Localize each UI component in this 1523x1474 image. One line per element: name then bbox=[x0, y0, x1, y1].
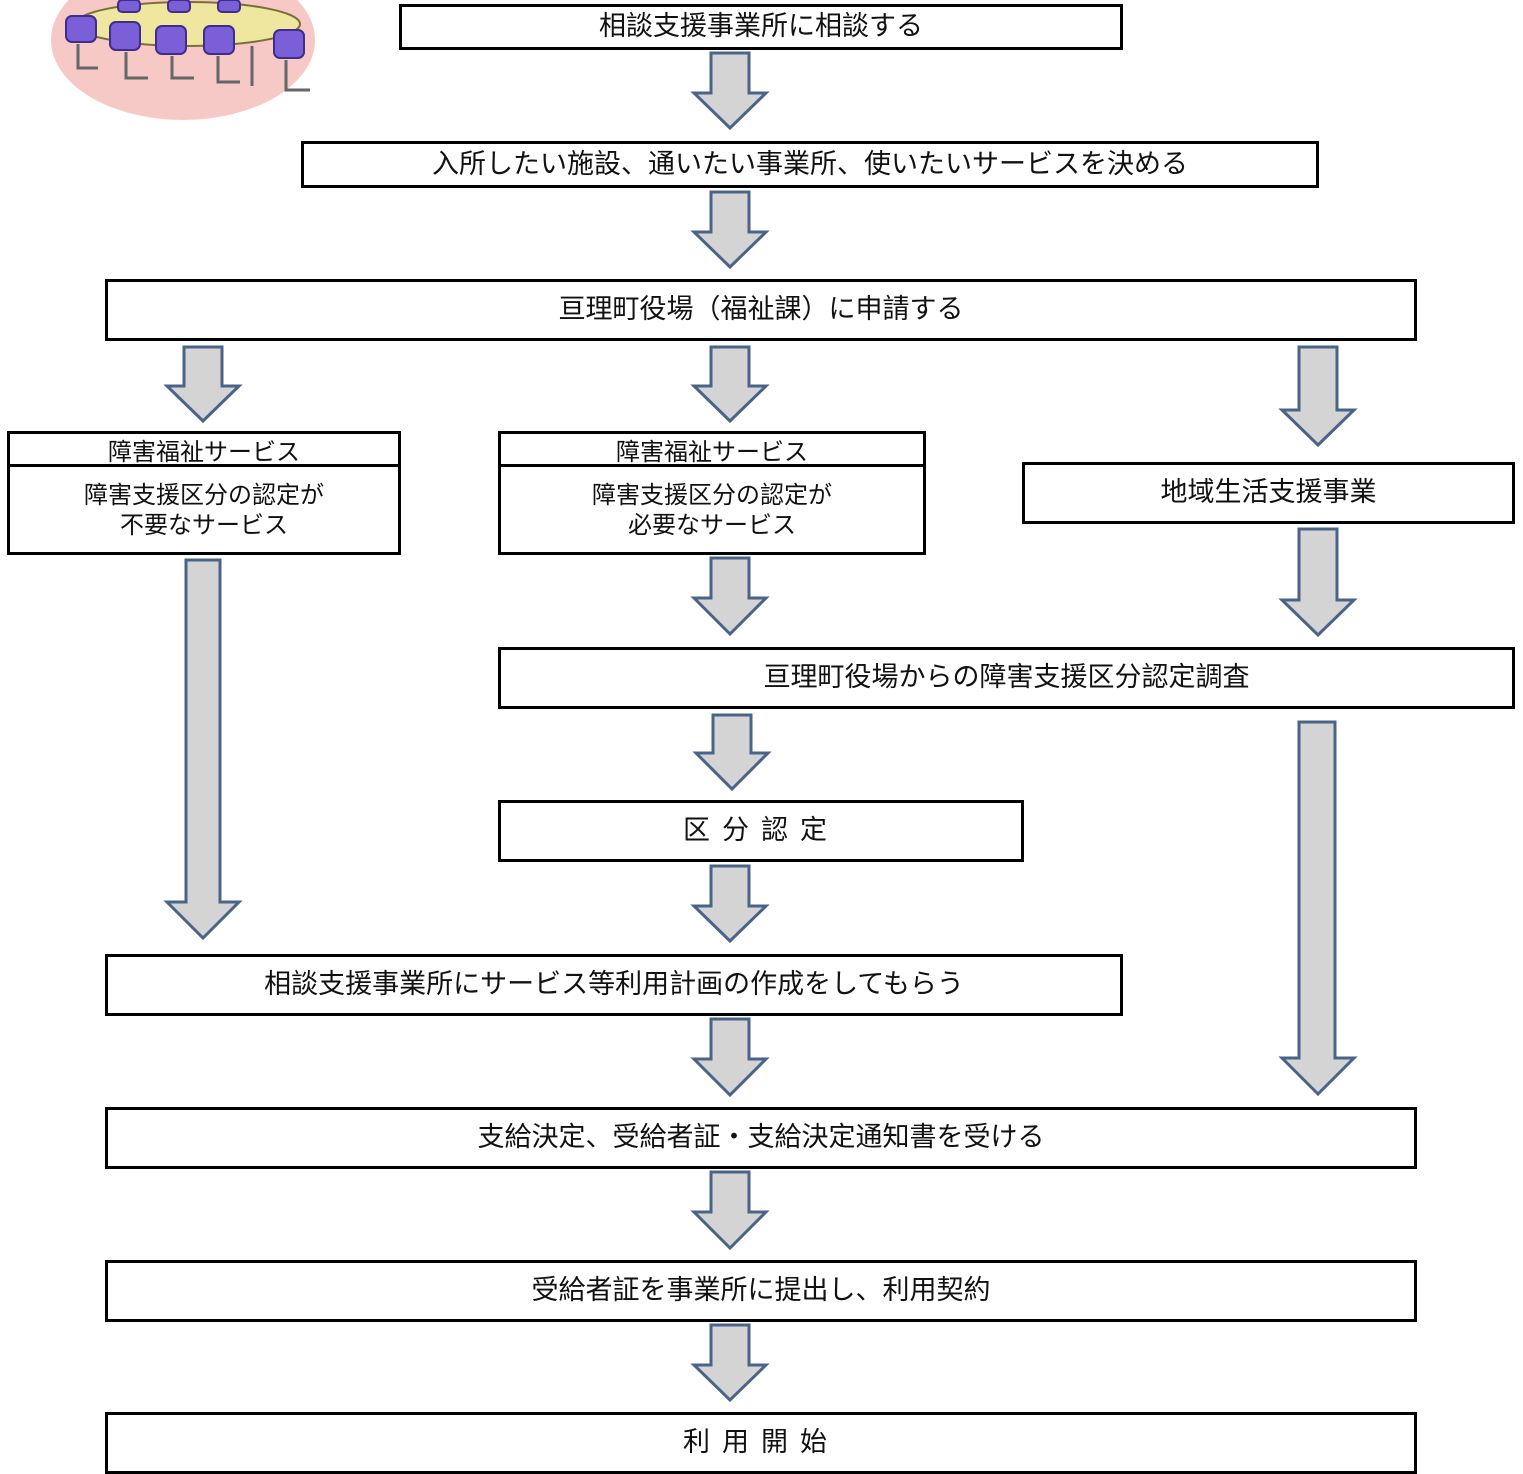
arrow-contract-to-start bbox=[690, 1323, 770, 1403]
service-no-certification-line2: 不要なサービス bbox=[120, 511, 288, 539]
arrow-plan-to-decision bbox=[690, 1017, 770, 1098]
step-plan: 相談支援事業所にサービス等利用計画の作成をしてもらう bbox=[105, 954, 1123, 1016]
service-no-certification-line1: 障害支援区分の認定が bbox=[84, 481, 324, 509]
service-certification-line1: 障害支援区分の認定が bbox=[592, 481, 832, 509]
step-certification: 区分認定 bbox=[498, 800, 1024, 862]
step-decision-label: 支給決定、受給者証・支給決定通知書を受ける bbox=[477, 1122, 1045, 1154]
arrow-consult-to-decide bbox=[690, 51, 770, 131]
service-no-certification-box: 障害福祉サービス 障害支援区分の認定が 不要なサービス bbox=[7, 431, 401, 555]
step-survey-label: 亘理町役場からの障害支援区分認定調査 bbox=[763, 662, 1250, 694]
step-community-support: 地域生活支援事業 bbox=[1022, 462, 1515, 524]
step-contract: 受給者証を事業所に提出し、利用契約 bbox=[105, 1260, 1417, 1322]
step-decide: 入所したい施設、通いたい事業所、使いたいサービスを決める bbox=[301, 141, 1319, 188]
service-no-certification-body: 障害支援区分の認定が 不要なサービス bbox=[10, 467, 398, 553]
step-consult-label: 相談支援事業所に相談する bbox=[599, 11, 923, 43]
step-community-support-label: 地域生活支援事業 bbox=[1160, 477, 1377, 509]
step-consult: 相談支援事業所に相談する bbox=[399, 4, 1123, 50]
step-contract-label: 受給者証を事業所に提出し、利用契約 bbox=[531, 1275, 991, 1307]
meeting-table-clipart-icon bbox=[51, 0, 315, 120]
step-start-label: 利用開始 bbox=[683, 1427, 839, 1459]
arrow-service-a-to-plan bbox=[163, 558, 243, 941]
arrow-apply-to-community bbox=[1278, 345, 1358, 448]
service-certification-line2: 必要なサービス bbox=[628, 511, 796, 539]
arrow-community-to-decision bbox=[1278, 720, 1358, 1097]
arrow-service-b-to-survey bbox=[690, 556, 770, 637]
step-apply: 亘理町役場（福祉課）に申請する bbox=[105, 279, 1417, 341]
step-survey: 亘理町役場からの障害支援区分認定調査 bbox=[498, 647, 1515, 709]
arrow-decision-to-contract bbox=[690, 1170, 770, 1251]
step-decision: 支給決定、受給者証・支給決定通知書を受ける bbox=[105, 1107, 1417, 1169]
arrow-decide-to-apply bbox=[690, 190, 770, 270]
arrow-certification-to-plan bbox=[690, 864, 770, 944]
step-plan-label: 相談支援事業所にサービス等利用計画の作成をしてもらう bbox=[264, 969, 964, 1001]
step-start: 利用開始 bbox=[105, 1412, 1417, 1474]
arrow-apply-to-service-b bbox=[690, 345, 770, 424]
step-decide-label: 入所したい施設、通いたい事業所、使いたいサービスを決める bbox=[432, 148, 1188, 180]
arrow-survey-to-certification bbox=[692, 713, 772, 792]
step-certification-label: 区分認定 bbox=[683, 815, 839, 847]
service-no-certification-title: 障害福祉サービス bbox=[10, 434, 398, 467]
service-certification-title: 障害福祉サービス bbox=[501, 434, 923, 467]
step-apply-label: 亘理町役場（福祉課）に申請する bbox=[558, 294, 964, 326]
arrow-community-down-1 bbox=[1278, 527, 1358, 638]
arrow-apply-to-service-a bbox=[163, 345, 243, 424]
service-certification-box: 障害福祉サービス 障害支援区分の認定が 必要なサービス bbox=[498, 431, 926, 555]
service-certification-body: 障害支援区分の認定が 必要なサービス bbox=[501, 467, 923, 553]
